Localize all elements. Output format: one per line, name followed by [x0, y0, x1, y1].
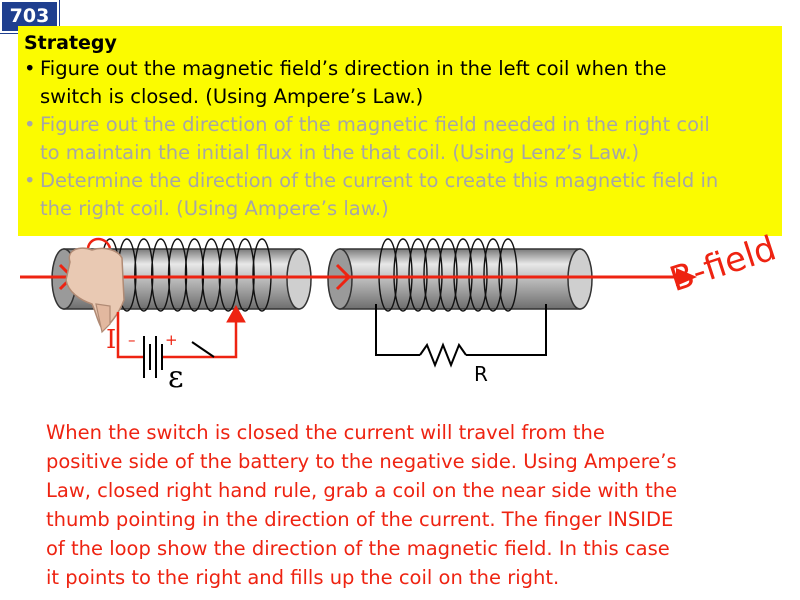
battery-icon — [143, 336, 163, 378]
left-circuit — [86, 237, 246, 378]
coil-winding — [378, 238, 398, 312]
coil-winding — [498, 238, 518, 312]
bullet-3-line-2: the right coil. (Using Ampere’s law.) — [40, 197, 389, 220]
coil-winding — [235, 238, 255, 312]
explanation-line-2: positive side of the battery to the nega… — [46, 450, 677, 473]
coil-winding — [423, 238, 443, 312]
coil-winding — [252, 238, 272, 312]
strategy-title: Strategy — [24, 32, 117, 54]
explanation-line-6: it points to the right and fills up the … — [46, 566, 560, 589]
coil-winding — [393, 238, 413, 312]
right-circuit — [375, 304, 547, 368]
coil-winding — [201, 238, 222, 312]
emf-label: ε — [168, 360, 184, 395]
switch-icon — [191, 341, 215, 358]
bullet-2-line-2: to maintain the initial flux in the that… — [40, 141, 640, 164]
coil-winding — [483, 238, 503, 312]
explanation-line-5: of the loop show the direction of the ma… — [46, 537, 670, 560]
right-coil-windings — [378, 238, 518, 312]
battery-minus-label: – — [128, 331, 136, 349]
bullet-2-line-1: Figure out the direction of the magnetic… — [40, 113, 710, 136]
coil-winding — [218, 238, 238, 312]
current-label: I — [106, 325, 117, 355]
resistor-icon — [419, 342, 467, 368]
strategy-bullet-1: • Figure out the magnetic field’s direct… — [24, 55, 774, 111]
coil-winding — [408, 238, 428, 312]
right-coil — [327, 238, 593, 312]
strategy-bullet-3: • Determine the direction of the current… — [24, 167, 774, 223]
explanation-text: When the switch is closed the current wi… — [46, 418, 766, 592]
coil-winding — [468, 238, 488, 312]
strategy-box: Strategy • Figure out the magnetic field… — [18, 26, 782, 236]
bullet-1-line-1: Figure out the magnetic field’s directio… — [40, 57, 667, 80]
battery-plus-label: + — [165, 331, 178, 349]
right-hand-icon — [65, 247, 125, 334]
bullet-1-line-2: switch is closed. (Using Ampere’s Law.) — [40, 85, 424, 108]
coil-winding — [167, 238, 188, 312]
strategy-bullet-2: • Figure out the direction of the magnet… — [24, 111, 774, 167]
bullet-3-line-1: Determine the direction of the current t… — [40, 169, 719, 192]
resistor-label: R — [474, 362, 488, 386]
explanation-line-4: thumb pointing in the direction of the c… — [46, 508, 674, 531]
coil-winding — [150, 238, 171, 312]
explanation-line-1: When the switch is closed the current wi… — [46, 421, 605, 444]
coil-winding — [184, 238, 205, 312]
explanation-line-3: Law, closed right hand rule, grab a coil… — [46, 479, 678, 502]
coil-winding — [134, 238, 154, 312]
coil-winding — [438, 238, 458, 312]
coil-winding — [453, 238, 473, 312]
